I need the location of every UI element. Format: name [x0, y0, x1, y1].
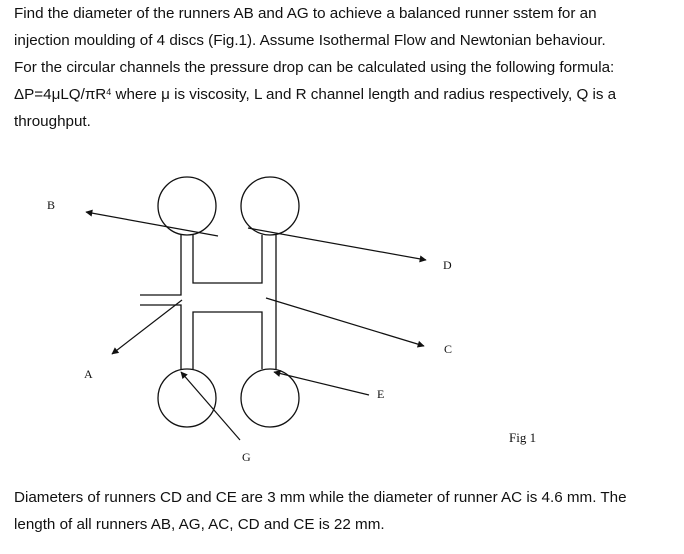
label-c: C [444, 342, 452, 356]
given-data: Diameters of runners CD and CE are 3 mm … [14, 484, 627, 538]
disc-bottom-left [157, 368, 217, 428]
formula-exponent: 4 [106, 87, 112, 97]
arrow-to-d [247, 227, 427, 263]
footer-line-1: Diameters of runners CD and CE are 3 mm … [14, 489, 627, 506]
formula-prefix: ΔP=4μLQ/πR [14, 86, 107, 103]
arrow-to-e [273, 370, 370, 396]
formula-suffix: where μ is viscosity, L and R channel le… [111, 86, 617, 103]
problem-line-1: Find the diameter of the runners AB and … [14, 5, 597, 22]
footer-line-2: length of all runners AB, AG, AC, CD and… [14, 516, 385, 533]
disc-bottom-right [240, 368, 300, 428]
formula-line: ΔP=4μLQ/πR4 where μ is viscosity, L and … [14, 81, 616, 108]
label-g: G [242, 450, 251, 464]
problem-line-3: For the circular channels the pressure d… [14, 59, 615, 76]
label-a: A [84, 367, 93, 381]
figure-caption: Fig 1 [509, 430, 536, 445]
label-d: D [443, 258, 452, 272]
arrow-to-c [265, 297, 425, 348]
disc-top-right [240, 176, 300, 236]
arrow-to-a [111, 299, 183, 355]
problem-line-5: throughput. [14, 113, 91, 130]
leader-arrows [85, 209, 427, 441]
arrow-to-b [85, 209, 219, 237]
arrow-to-g [180, 371, 241, 441]
label-e: E [377, 387, 384, 401]
problem-statement: Find the diameter of the runners AB and … [14, 0, 616, 135]
runner-channels [140, 235, 277, 369]
disc-top-left [157, 176, 217, 236]
label-b: B [47, 198, 55, 212]
problem-line-2: injection moulding of 4 discs (Fig.1). A… [14, 32, 606, 49]
